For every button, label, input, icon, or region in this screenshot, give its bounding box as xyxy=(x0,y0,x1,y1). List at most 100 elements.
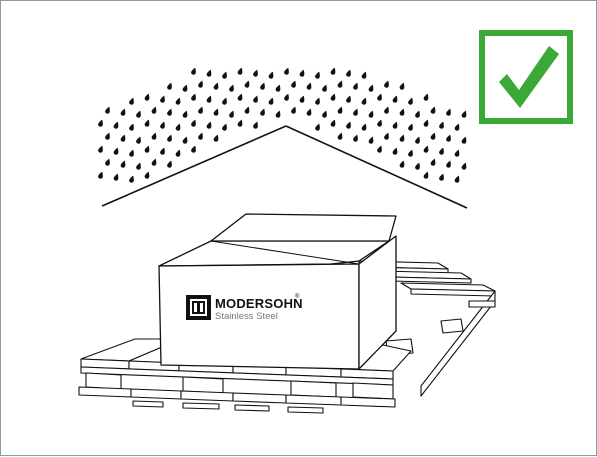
rain-drop xyxy=(151,132,158,141)
rain-drop xyxy=(384,106,391,115)
rain-drop xyxy=(229,110,236,119)
rain-drop xyxy=(306,82,313,91)
rain-drop xyxy=(299,95,306,104)
rain-drop xyxy=(454,149,461,158)
rain-drop xyxy=(237,93,244,102)
rain-drop xyxy=(408,97,415,106)
rain-drop xyxy=(322,84,329,93)
rain-drop xyxy=(129,97,136,106)
brand-registered-mark: ® xyxy=(295,294,299,300)
rain-drop xyxy=(377,119,384,128)
rain-drop xyxy=(136,136,143,145)
brand-tagline: Stainless Steel xyxy=(215,311,278,322)
rain-drop xyxy=(120,160,127,169)
rain-drop xyxy=(439,147,446,156)
rain-drop xyxy=(337,106,344,115)
rain-drop xyxy=(361,123,368,132)
checkmark-icon xyxy=(485,36,567,118)
rain-drop xyxy=(454,175,461,184)
rain-drop xyxy=(346,95,353,104)
rain-drop xyxy=(213,108,220,117)
rain-drop xyxy=(160,95,167,104)
rain-drop xyxy=(198,106,205,115)
rain-drop xyxy=(120,108,127,117)
rain-drop xyxy=(191,119,198,128)
rain-drop xyxy=(423,171,430,180)
modersohn-logo-icon xyxy=(186,295,211,320)
rain-drop xyxy=(182,110,189,119)
rain-drop xyxy=(167,160,174,169)
rain-drop xyxy=(291,106,298,115)
rain-drop xyxy=(408,123,415,132)
rain-drop xyxy=(120,134,127,143)
rain-drop xyxy=(337,80,344,89)
rain-drop xyxy=(284,93,291,102)
rain-drop xyxy=(384,132,391,141)
rain-drop xyxy=(151,106,158,115)
rain-drop xyxy=(330,93,337,102)
rain-drop xyxy=(222,71,229,80)
rain-drop xyxy=(206,121,213,130)
rain-drop xyxy=(408,149,415,158)
rain-drop xyxy=(237,119,244,128)
rain-drop xyxy=(105,106,112,115)
rain-drop xyxy=(423,93,430,102)
rain-drop xyxy=(346,69,353,78)
brand-name: MODERSOHN xyxy=(215,296,303,311)
rain-drop xyxy=(213,134,220,143)
rain-drop xyxy=(198,80,205,89)
rain-drop xyxy=(330,67,337,76)
rain-drop xyxy=(222,123,229,132)
rain-drop xyxy=(253,121,260,130)
rain-drop xyxy=(384,80,391,89)
rain-drop xyxy=(299,69,306,78)
packaged-box xyxy=(159,214,396,369)
rain-drop xyxy=(206,69,213,78)
rain-drop xyxy=(291,80,298,89)
rain-drop xyxy=(415,162,422,171)
rain-drop xyxy=(113,147,120,156)
rain-drop xyxy=(160,147,167,156)
rain-drop xyxy=(113,173,120,182)
rain-drop xyxy=(392,95,399,104)
rain-drop xyxy=(430,132,437,141)
rain-drop xyxy=(275,110,282,119)
rain-drop xyxy=(160,121,167,130)
rain-drop xyxy=(346,121,353,130)
rain-drop xyxy=(175,97,182,106)
rain-drop xyxy=(198,132,205,141)
rain-drop xyxy=(244,80,251,89)
rain-drop xyxy=(322,110,329,119)
rain-drop xyxy=(461,110,468,119)
rain-drop xyxy=(253,95,260,104)
rain-drop xyxy=(454,123,461,132)
rain-drop xyxy=(237,67,244,76)
rain-drop xyxy=(361,71,368,80)
rain-drop xyxy=(105,132,112,141)
rain-drop xyxy=(353,82,360,91)
rain-drops xyxy=(98,67,468,184)
rain-drop xyxy=(268,97,275,106)
rain-drop xyxy=(399,82,406,91)
rain-drop xyxy=(399,160,406,169)
rain-drop xyxy=(175,149,182,158)
rain-drop xyxy=(368,110,375,119)
rain-drop xyxy=(260,108,267,117)
rain-drop xyxy=(268,71,275,80)
rain-drop xyxy=(136,110,143,119)
rain-drop xyxy=(423,119,430,128)
rain-drop xyxy=(446,108,453,117)
rain-drop xyxy=(129,123,136,132)
rain-drop xyxy=(315,71,322,80)
rain-drop xyxy=(353,108,360,117)
roof-shelter xyxy=(102,126,467,208)
rain-drop xyxy=(399,108,406,117)
rain-drop xyxy=(415,110,422,119)
rain-drop xyxy=(439,173,446,182)
rain-drop xyxy=(144,93,151,102)
rain-drop xyxy=(275,84,282,93)
rain-drop xyxy=(144,171,151,180)
rain-drop xyxy=(151,158,158,167)
rain-drop xyxy=(167,134,174,143)
rain-drop xyxy=(461,136,468,145)
